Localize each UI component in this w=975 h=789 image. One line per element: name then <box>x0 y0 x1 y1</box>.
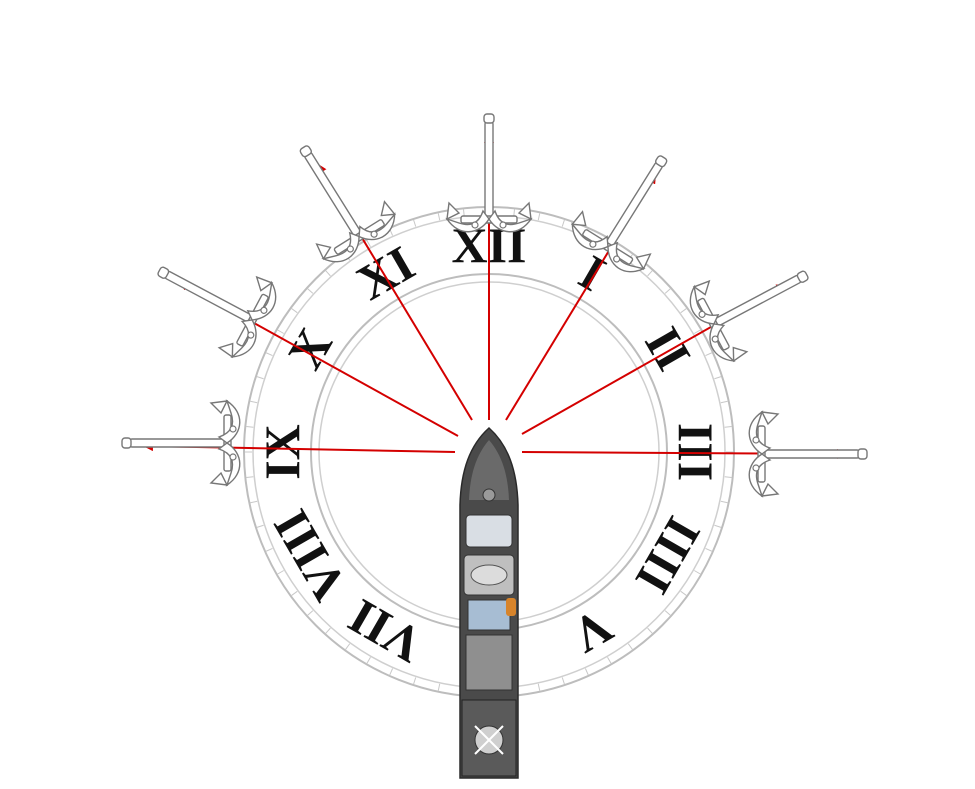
dial-tick <box>250 501 257 502</box>
anchor-icon <box>683 238 826 367</box>
vessel-windshield <box>466 515 512 547</box>
vessel-aft-deck <box>466 635 512 690</box>
dial-tick <box>257 377 264 379</box>
dial-tick <box>246 426 253 427</box>
dial-numeral: II <box>634 318 702 380</box>
dial-numeral: IX <box>254 424 310 480</box>
dial-tick <box>562 677 564 684</box>
dial-tick <box>562 220 564 227</box>
dial-tick <box>681 591 687 595</box>
vessel-bow-hatch <box>483 489 495 501</box>
dial-tick <box>648 271 653 276</box>
dial-tick <box>346 644 350 650</box>
dial-tick <box>706 548 712 551</box>
dial-tick <box>250 401 257 402</box>
vessel-helm <box>468 600 510 630</box>
dial-tick <box>665 289 670 294</box>
dial-tick <box>308 289 313 294</box>
dial-tick <box>714 525 721 527</box>
dial-tick <box>438 684 439 691</box>
dial-tick <box>326 271 331 276</box>
dial-tick <box>414 677 416 684</box>
dial-tick <box>367 657 371 663</box>
dial-tick <box>538 684 539 691</box>
dial-tick <box>706 353 712 356</box>
dial-tick <box>292 309 298 313</box>
dial-tick <box>438 213 439 220</box>
dial-tick <box>257 525 264 527</box>
dial-tick <box>725 426 732 427</box>
dial-numeral: XI <box>347 235 423 311</box>
anchor-icon <box>447 114 531 232</box>
dial-tick <box>278 330 284 334</box>
dial-tick <box>292 591 298 595</box>
dial-tick <box>266 548 272 551</box>
dial-tick <box>266 353 272 356</box>
dial-tick <box>585 669 588 675</box>
dial-tick <box>308 611 313 616</box>
dial-tick <box>538 213 539 220</box>
dial-tick <box>665 611 670 616</box>
vessel-console <box>471 565 507 585</box>
dial-tick <box>725 477 732 478</box>
dial-numeral: VII <box>339 588 432 674</box>
dial-tick <box>628 644 632 650</box>
dial-tick <box>514 209 515 216</box>
dial-tick <box>278 571 284 575</box>
dial-tick <box>694 571 700 575</box>
dial-tick <box>608 657 612 663</box>
anchor-icon <box>140 234 283 363</box>
dial-tick <box>721 401 728 402</box>
anchor-icon <box>749 412 867 496</box>
dial-tick <box>246 477 253 478</box>
dial-tick <box>463 209 464 216</box>
dial-tick <box>414 220 416 227</box>
dial-numeral: V <box>563 598 622 665</box>
dial-tick <box>326 628 331 633</box>
dial-numeral: IIII <box>625 508 712 603</box>
dial-tick <box>721 501 728 502</box>
anchor-direction-arrows <box>145 135 845 454</box>
vessel-helm-seat <box>506 598 516 616</box>
dial-numeral: X <box>276 319 343 378</box>
dial-tick <box>714 377 721 379</box>
dial-tick <box>648 628 653 633</box>
anchor-icon <box>122 401 240 485</box>
boat-icon <box>460 428 518 778</box>
anchor-icon <box>566 135 700 279</box>
dial-tick <box>390 669 393 675</box>
dial-tick <box>681 309 687 313</box>
